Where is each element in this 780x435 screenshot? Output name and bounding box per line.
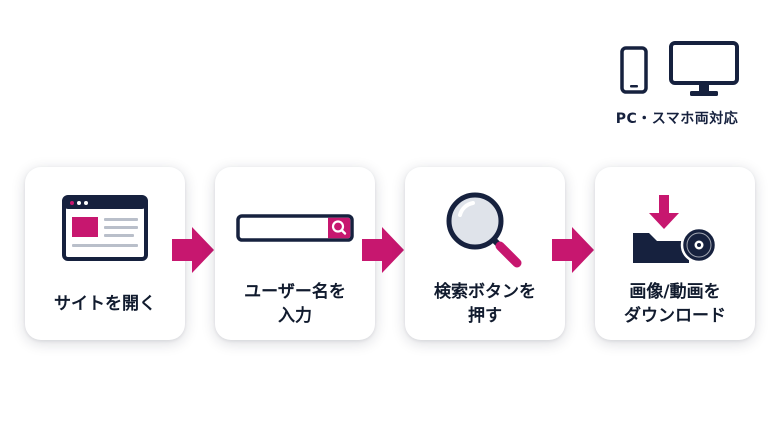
step-label: ユーザー名を 入力: [244, 282, 346, 326]
step-card-1: サイトを開く: [25, 167, 185, 340]
step-label: 検索ボタンを 押す: [434, 282, 536, 326]
step-card-4: 画像/動画を ダウンロード: [595, 167, 755, 340]
device-label: PC・スマホ両対応: [615, 111, 739, 127]
arrow-right-icon: [362, 227, 404, 273]
step-label: 画像/動画を ダウンロード: [624, 282, 726, 326]
desktop-monitor-icon: [669, 41, 739, 96]
arrow-right-icon: [552, 227, 594, 273]
arrow-right-icon: [172, 227, 214, 273]
smartphone-icon: [620, 46, 648, 94]
device-compatibility: PC・スマホ両対応: [592, 40, 762, 135]
browser-window-icon: [62, 195, 148, 261]
magnifier-icon: [446, 192, 522, 268]
search-bar-icon: [236, 214, 354, 242]
step-card-3: 検索ボタンを 押す: [405, 167, 565, 340]
download-disc-icon: [633, 195, 718, 264]
step-label: サイトを開く: [54, 294, 156, 314]
step-card-2: ユーザー名を 入力: [215, 167, 375, 340]
